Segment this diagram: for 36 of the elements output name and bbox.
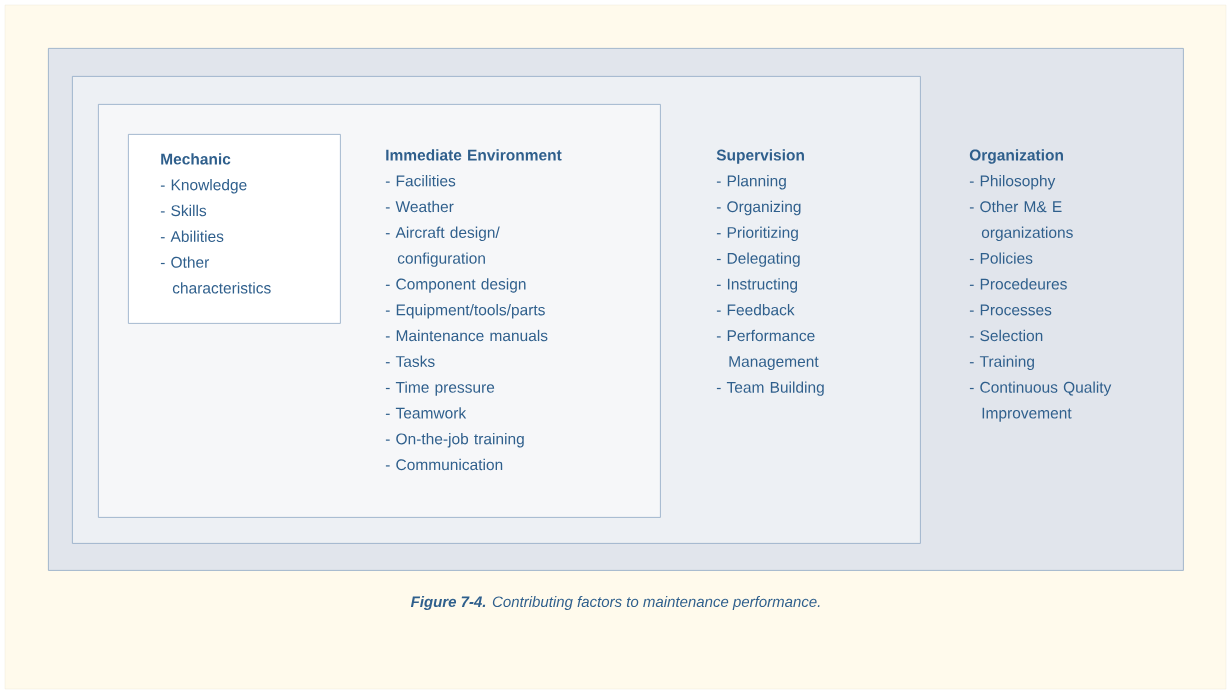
list-item: - Training [969,355,1034,371]
list-item: - Facilities [385,175,456,187]
list-item: - Communication [385,458,503,471]
list-item: - Abilities [160,230,224,242]
list-item: - Policies [969,252,1033,264]
list-item: - Prioritizing [716,226,798,242]
list-item: - Weather [385,200,454,213]
heading: Immediate Environment [386,149,562,161]
heading: Organization [969,149,1063,164]
list-item: - Aircraft design/ configuration [385,226,500,267]
list-item: - Skills [160,204,207,217]
list-item: - Component design [385,278,526,293]
list-item: - Team Building [716,381,824,396]
list-item: - Planning [716,175,786,190]
list-item: - Knowledge [160,179,247,194]
list-item: - Organizing [716,200,801,216]
list-item: - Time pressure [385,381,495,396]
list-item: - Philosophy [969,175,1056,190]
list-item: - Instructing [716,278,798,293]
caption: Figure 7-4. Contributing factors to maintenance performance. [410,596,820,610]
list-item: - Teamwork [385,407,467,419]
list-item: - On-the-job training [385,433,524,448]
list-item: - Processes [969,304,1052,316]
list-item: - Performance Management [716,329,819,371]
list-item: - Equipment/tools/parts [385,304,545,319]
list-item: - Feedback [716,304,795,316]
list-item: - Other M& E organizations [969,200,1073,242]
list-item: - Continuous Quality Improvement [969,381,1112,422]
heading: Supervision [716,149,804,164]
list-item: - Selection [969,329,1043,342]
heading: Mechanic [161,153,231,165]
list-item: - Other characteristics [160,256,271,294]
list-item: - Delegating [716,252,800,267]
list-item: - Maintenance manuals [385,329,548,342]
list-item: - Tasks [385,355,435,367]
list-item: - Procedeures [969,278,1067,290]
